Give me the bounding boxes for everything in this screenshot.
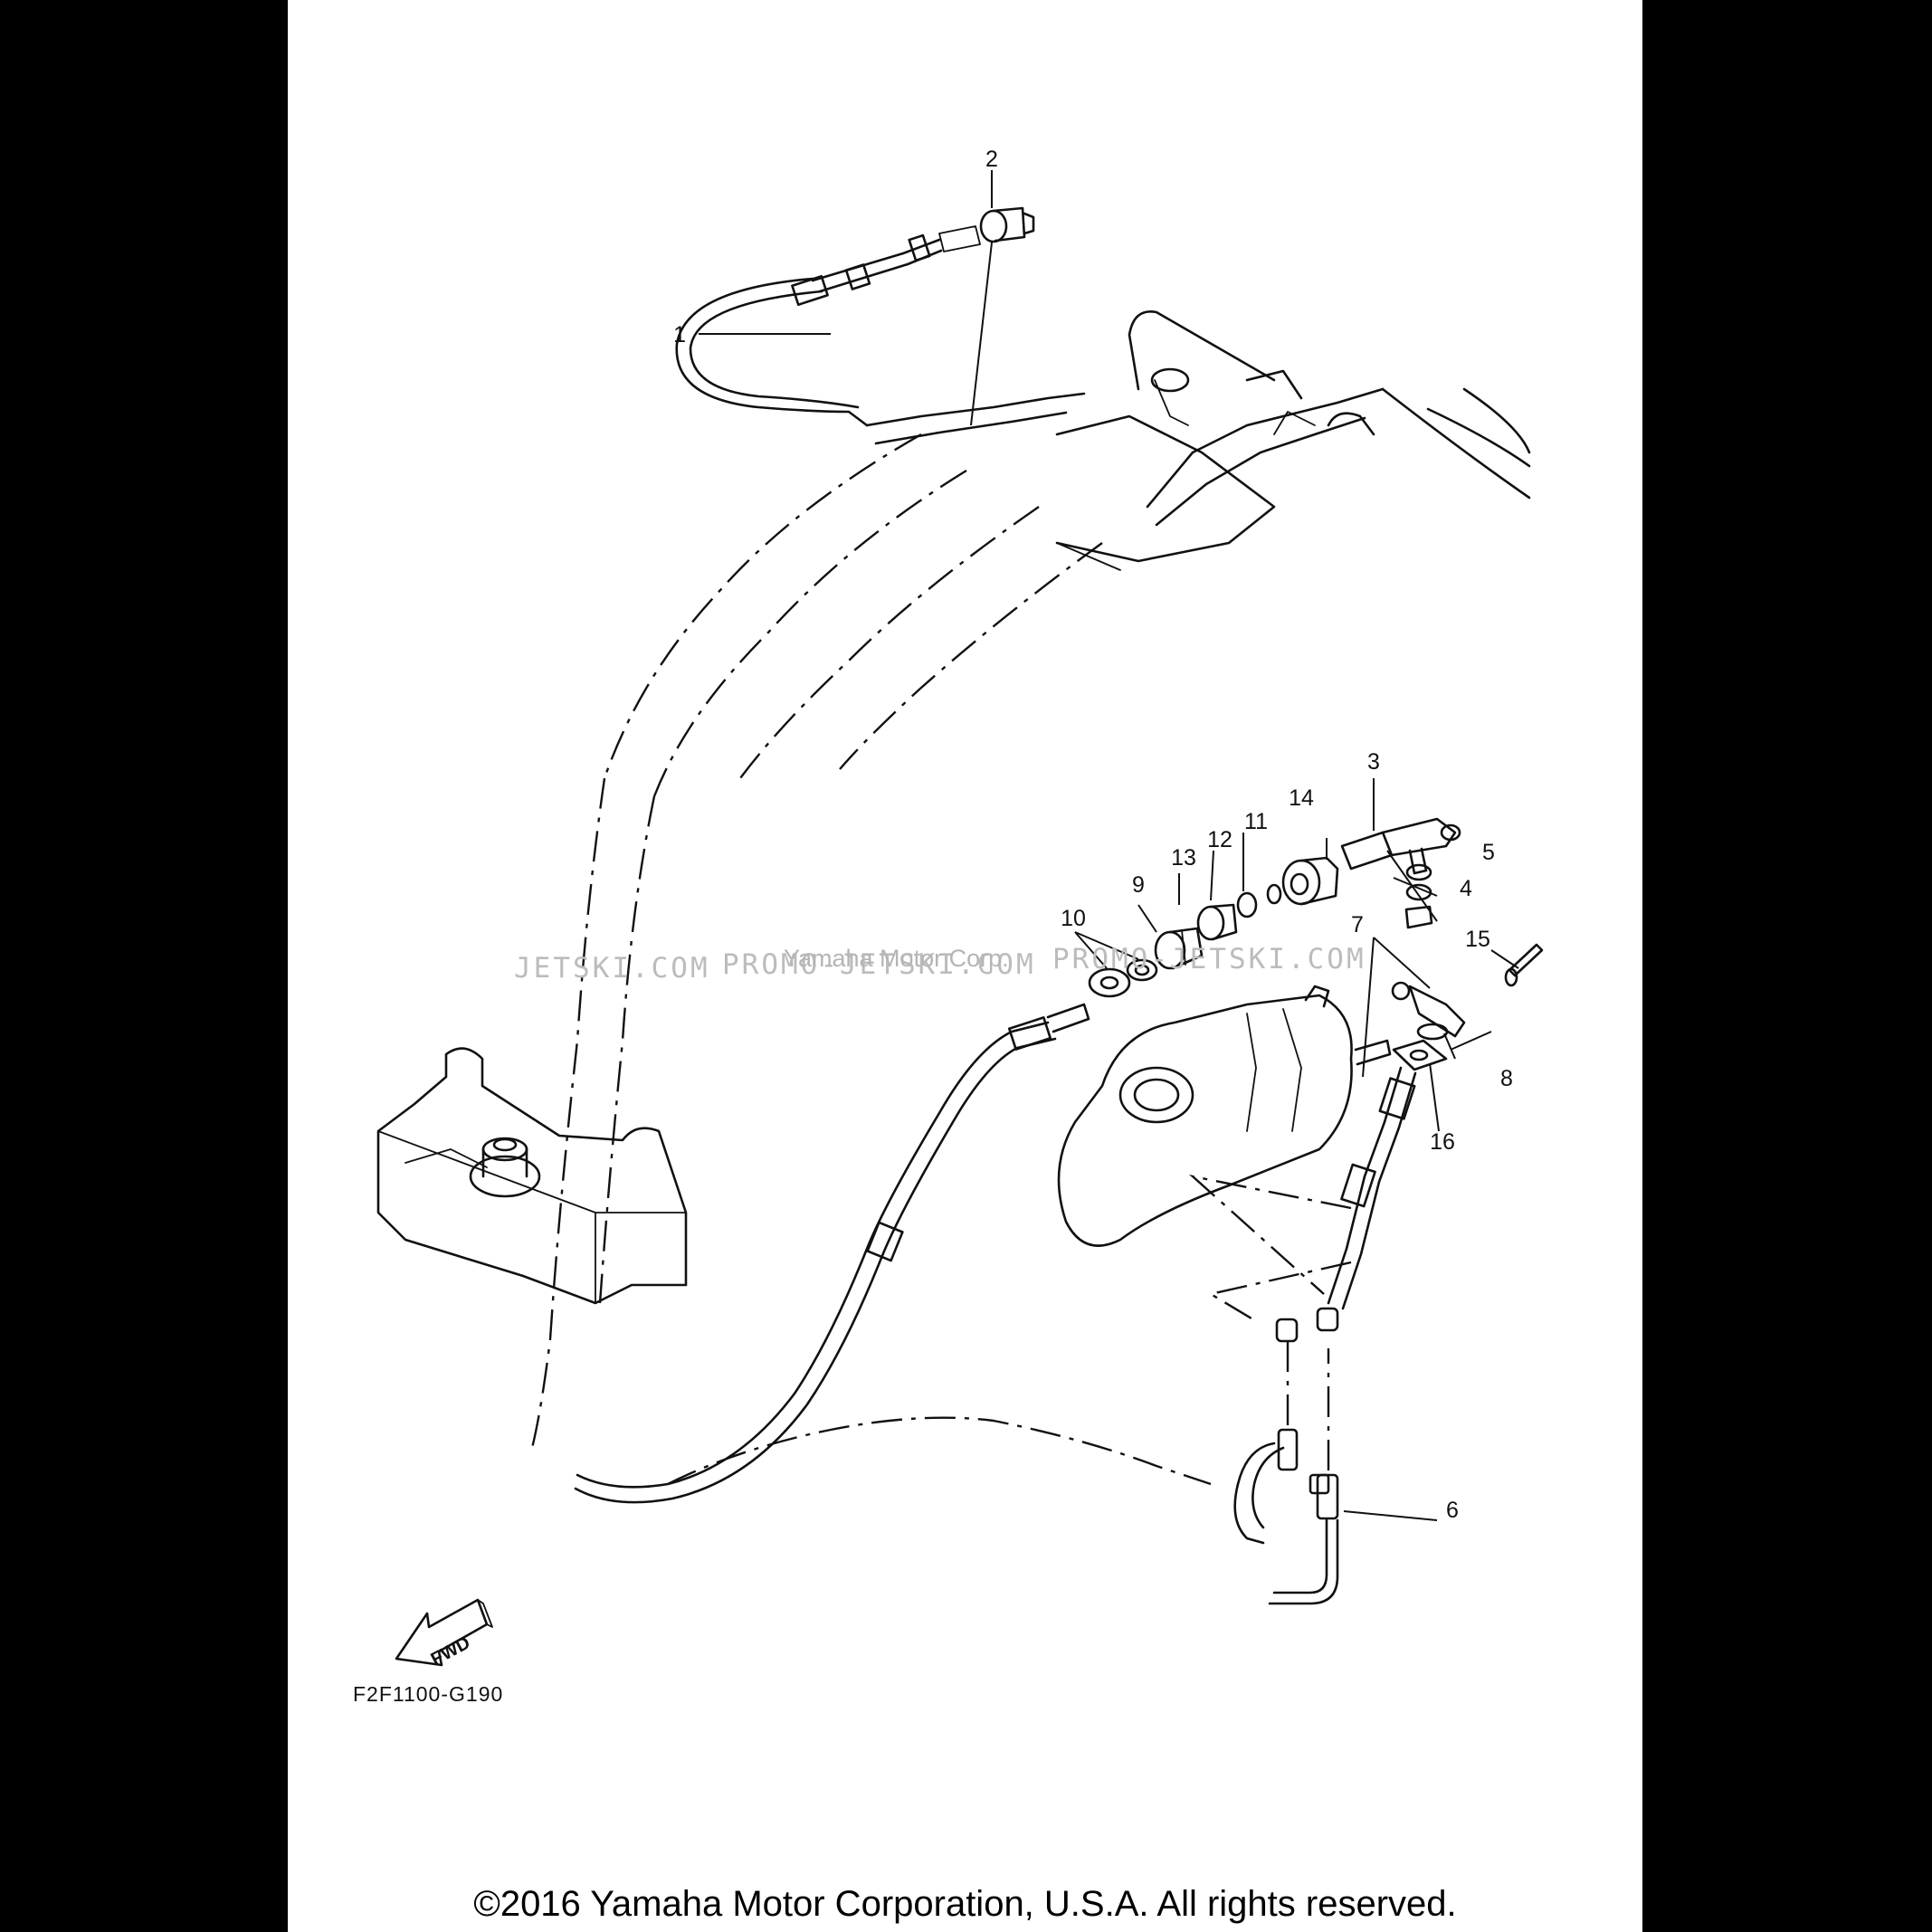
callout-1: 1	[673, 322, 686, 347]
callout-7: 7	[1351, 912, 1364, 937]
callout-2: 2	[985, 147, 998, 172]
copyright-notice: ©2016 Yamaha Motor Corporation, U.S.A. A…	[473, 1884, 1457, 1924]
callout-14: 14	[1289, 785, 1314, 811]
cable-adjuster	[979, 206, 1035, 243]
callout-16: 16	[1430, 1129, 1455, 1155]
callout-6: 6	[1446, 1498, 1459, 1523]
callout-leaders	[699, 170, 1519, 1521]
throttle-linkage-parts	[1088, 817, 1544, 1310]
callout-11: 11	[1244, 809, 1268, 834]
watermark-yamaha: Yamaha Motor Corp.	[784, 945, 1009, 972]
callout-10: 10	[1061, 906, 1086, 931]
hull-outline	[530, 414, 1276, 1449]
throttle-cable	[675, 225, 1086, 445]
carburetor	[1057, 985, 1392, 1247]
exploded-parts-drawing: 1 2 3 4 5 6 7 8 9 10 11 12 13 14 15 16 J…	[353, 147, 1544, 1706]
mounting-block	[376, 1047, 688, 1305]
callout-9: 9	[1132, 872, 1145, 898]
steering-handlebar-assembly	[1128, 310, 1531, 527]
callout-5: 5	[1482, 840, 1495, 865]
fwd-label: FWD	[428, 1632, 474, 1670]
callout-12: 12	[1207, 827, 1232, 852]
choke-cable	[574, 1003, 1212, 1504]
watermark-promo-left: PROMO-JETSKI.COM	[722, 948, 1036, 981]
watermarks: JETSKI.COM PROMO-JETSKI.COM Yamaha Motor…	[514, 943, 1366, 985]
callout-13: 13	[1171, 845, 1196, 871]
watermark-jetski: JETSKI.COM	[514, 952, 710, 985]
fwd-arrow: FWD	[395, 1598, 493, 1670]
callout-numbers: 1 2 3 4 5 6 7 8 9 10 11 12 13 14 15 16	[673, 147, 1513, 1523]
parts-diagram-sheet: 1 2 3 4 5 6 7 8 9 10 11 12 13 14 15 16 J…	[288, 0, 1642, 1932]
figure-code: F2F1100-G190	[353, 1682, 503, 1706]
watermark-promo-right: PROMO-JETSKI.COM	[1052, 943, 1366, 976]
callout-8: 8	[1500, 1066, 1513, 1091]
fuel-hoses	[1188, 1174, 1352, 1605]
callout-3: 3	[1367, 749, 1380, 775]
callout-15: 15	[1465, 927, 1490, 952]
callout-4: 4	[1460, 876, 1472, 901]
